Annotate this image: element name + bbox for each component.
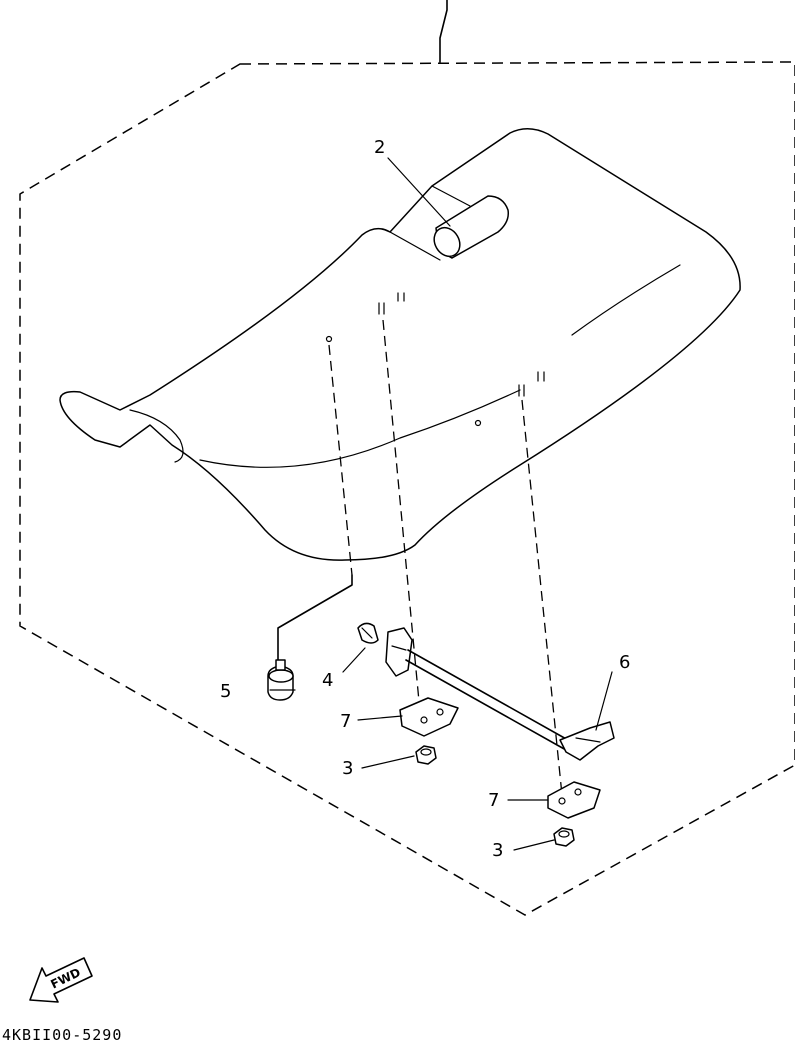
part-6-hook — [559, 721, 615, 761]
part-7-bracket-front — [399, 697, 459, 737]
callout-4: 4 — [322, 670, 333, 691]
seat-outline — [59, 128, 741, 561]
part-7-bracket-rear — [547, 781, 601, 819]
assembly-boundary — [19, 61, 795, 916]
axis-part-5 — [328, 344, 353, 576]
reference-leader-line — [439, 0, 448, 63]
part-3-nut-rear — [553, 827, 575, 847]
leader-lines — [269, 157, 613, 851]
fwd-label: FWD — [48, 965, 82, 991]
callout-3b: 3 — [492, 840, 503, 861]
diagram-code: 4KBII00-5290 — [2, 1026, 122, 1043]
part-2-collar — [433, 195, 510, 259]
callout-3a: 3 — [342, 758, 353, 779]
fwd-arrow-icon: FWD — [29, 957, 93, 1003]
callout-6: 6 — [619, 652, 630, 673]
callout-7b: 7 — [488, 790, 499, 811]
axis-front-bracket — [382, 319, 421, 713]
callout-7a: 7 — [340, 711, 351, 732]
callout-5: 5 — [220, 681, 231, 702]
seat — [59, 128, 741, 561]
part-4-clip — [357, 622, 379, 644]
part-5-damper — [267, 659, 294, 701]
callout-2: 2 — [374, 137, 385, 158]
axis-rear-bracket — [521, 399, 563, 796]
seat-hook-rod — [385, 627, 569, 751]
part-3-nut-front — [415, 745, 437, 765]
